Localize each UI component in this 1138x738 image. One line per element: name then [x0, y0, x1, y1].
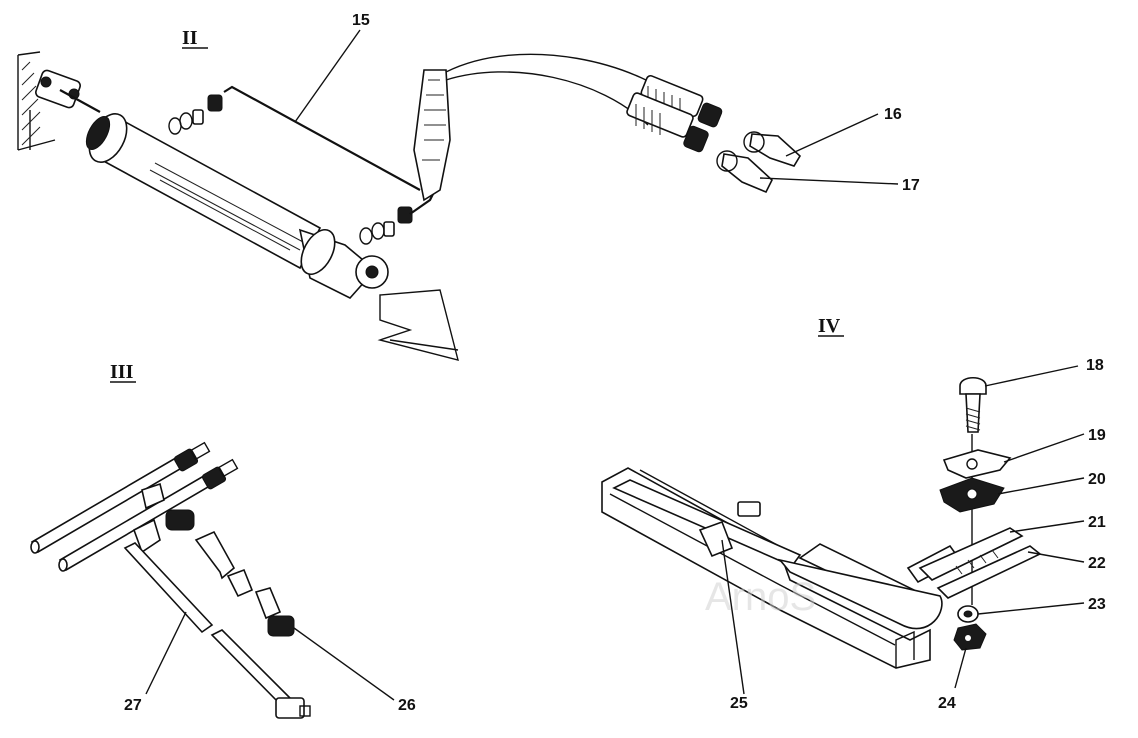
section-label-ii: II [182, 27, 198, 49]
callout-17: 17 [902, 177, 920, 194]
callout-20: 20 [1088, 471, 1106, 488]
section-label-iv: IV [818, 315, 841, 337]
tie-rod-upper [30, 441, 211, 554]
callout-16: 16 [884, 106, 902, 123]
callout-23: 23 [1088, 596, 1106, 613]
callout-21: 21 [1088, 514, 1106, 531]
callout-15: 15 [352, 12, 370, 29]
clamp-20 [939, 477, 1005, 513]
callout-27: 27 [124, 697, 142, 714]
rail-21-22 [918, 527, 1042, 599]
callout-25: 25 [730, 695, 748, 712]
bolt-18 [959, 376, 987, 433]
callout-19: 19 [1088, 427, 1106, 444]
section-label-iii: III [110, 361, 134, 383]
callout-22: 22 [1088, 555, 1106, 572]
section-iv-assembly [601, 376, 1042, 669]
fitting-26 [165, 509, 295, 637]
leader-lines [145, 29, 1085, 701]
bolt-27 [123, 542, 311, 719]
callout-24: 24 [938, 695, 956, 712]
callout-18: 18 [1086, 357, 1104, 374]
callout-26: 26 [398, 697, 416, 714]
section-ii-assembly [17, 51, 802, 361]
section-iii-assembly [30, 441, 311, 719]
hydraulic-cylinder [85, 113, 389, 299]
watermark: ArnoS [705, 575, 816, 619]
nut-24 [953, 623, 987, 651]
clamp-19 [942, 449, 1012, 479]
washer-23 [957, 605, 979, 623]
